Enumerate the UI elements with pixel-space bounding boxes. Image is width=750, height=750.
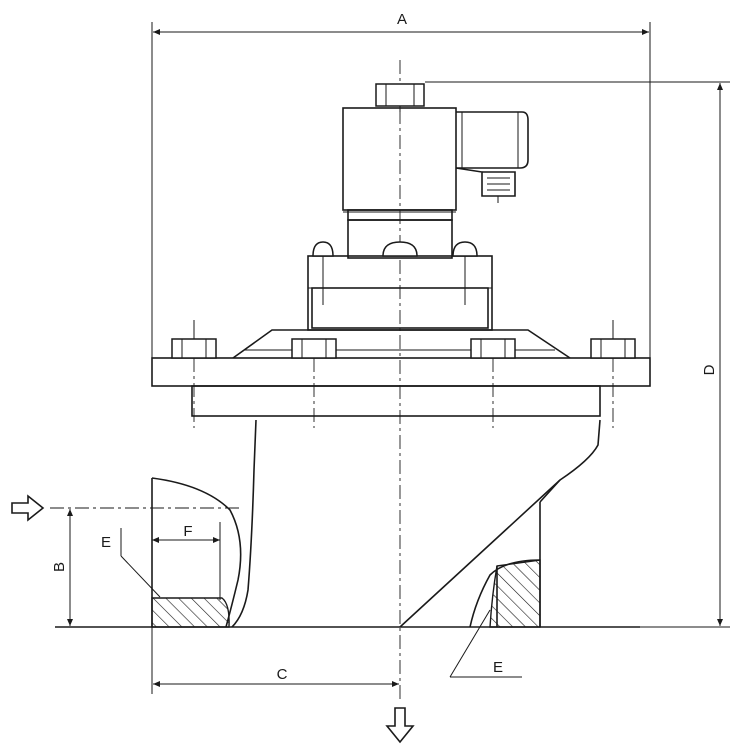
hatched-sections [151, 559, 541, 628]
label-f: F [183, 523, 192, 540]
outlet-arrow [385, 707, 415, 744]
label-b: B [51, 562, 68, 572]
dimension-c: C [151, 627, 399, 694]
pilot-bolt-right [452, 241, 478, 257]
main-flange [151, 357, 651, 417]
label-c: C [277, 666, 288, 683]
leader-e-right: E [449, 609, 522, 678]
label-a: A [397, 11, 407, 28]
solenoid-coil [342, 107, 529, 211]
top-nut [375, 83, 425, 112]
label-e-left: E [101, 534, 111, 551]
flange-bolt-1 [171, 338, 217, 359]
label-d: D [701, 364, 718, 375]
flange-bolt-3 [470, 338, 516, 359]
inlet-arrow [11, 494, 240, 522]
dimension-b: B [51, 509, 73, 626]
flange-bolts [171, 320, 636, 428]
flange-bolt-2 [291, 338, 337, 359]
dimension-d: D [425, 81, 730, 628]
dimension-a: A [151, 11, 651, 360]
pilot-bolt-center [382, 241, 418, 257]
cover-cone [232, 329, 571, 359]
label-e-right: E [493, 659, 503, 676]
leader-e-left: E [101, 528, 161, 598]
flange-bolt-4 [590, 338, 636, 359]
dimension-f: F [151, 522, 221, 600]
valve-body [55, 419, 640, 628]
pilot-bolt-left [312, 241, 334, 257]
pilot-head [307, 241, 493, 331]
coil-stem [343, 209, 456, 259]
